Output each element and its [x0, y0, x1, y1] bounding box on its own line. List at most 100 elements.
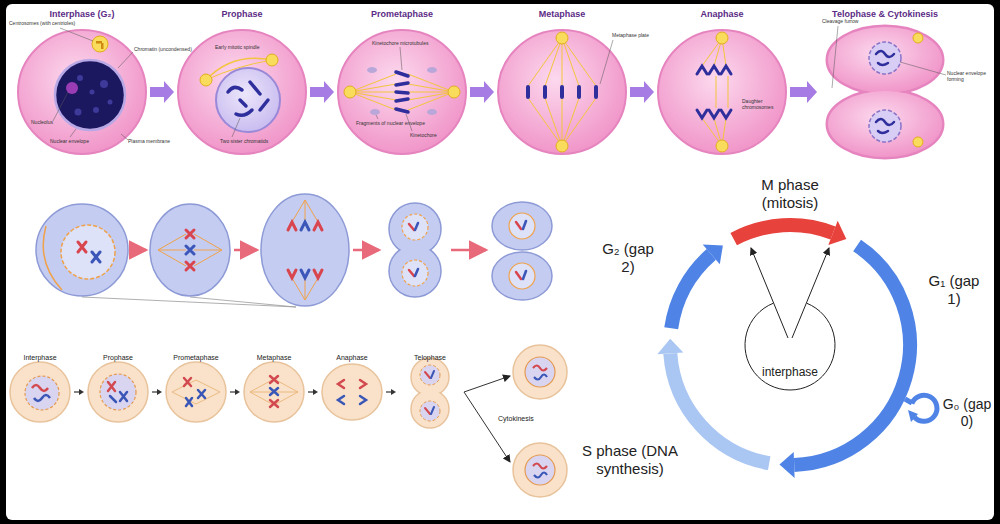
- blue-cell-series-part: [288, 222, 322, 278]
- tan-cell-series-part-part: [276, 380, 298, 392]
- tan-cell-series-part: [270, 376, 278, 407]
- blue-cell-series-part: [78, 242, 100, 262]
- part-label: Chromatin (uncondensed): [134, 46, 192, 52]
- tan-cell-series-part: [108, 382, 127, 402]
- stage-title: Prometaphase: [173, 354, 219, 362]
- blue-cell-series-part-part: [301, 222, 309, 230]
- blue-cell-series-part-part: [305, 200, 318, 222]
- phase-label-box: S phase (DNA synthesis): [565, 442, 695, 478]
- anaphase-cell-part: [716, 32, 728, 44]
- prophase-cell-part-part: [228, 87, 242, 92]
- prophase-cell-part-part: [260, 100, 268, 110]
- blue-cell-series-part-part: [292, 278, 305, 300]
- cell-cycle-ring-part: [780, 452, 795, 478]
- blue-cell-series-part-part: [158, 234, 186, 250]
- blue-cell-series-part-part: [451, 249, 486, 252]
- interphase-cell-part-part: [121, 134, 128, 140]
- interphase-cell-part-part: [93, 107, 99, 113]
- tan-cell-series-part: [533, 366, 547, 371]
- tan-cell-series-part: [534, 473, 547, 478]
- blue-cell-series-part-part: [158, 250, 186, 251]
- phase-label-box: M phase (mitosis): [745, 176, 835, 212]
- stage-title: Anaphase: [336, 354, 368, 362]
- tan-cell-series-part: [525, 455, 555, 485]
- blue-cell-series-part-part: [516, 272, 521, 279]
- tan-cell-series-part-part: [186, 398, 192, 406]
- part-label: Two sister chromatids: [220, 138, 268, 144]
- phase-label-box: G₂ (gap 2): [598, 240, 658, 276]
- arrow-head: [391, 389, 396, 395]
- metaphase-cell-part: [528, 87, 596, 97]
- stage-title: Prophase: [221, 9, 262, 20]
- stage-arrow: [630, 81, 654, 103]
- prophase-cell-part-part: [236, 110, 252, 115]
- stage-cell: Interphase (G₂): [16, 3, 148, 158]
- blue-cell-series-part-part: [305, 278, 318, 300]
- stage-title: Prometaphase: [371, 9, 433, 20]
- blue-cell-series-part: [492, 202, 552, 250]
- metaphase-cell-part-part: [528, 38, 562, 86]
- telophase-cell-part: [827, 90, 943, 158]
- prometaphase-cell-part-part: [350, 74, 396, 92]
- stage-title: Prophase: [103, 354, 133, 362]
- arrow-head: [235, 389, 240, 395]
- stage-cell: Prometaphase: [164, 346, 228, 428]
- part-label-box: Metaphase plate: [612, 32, 649, 38]
- stage-cell: Prophase: [86, 346, 150, 428]
- prometaphase-cell-part-part: [408, 84, 454, 92]
- prometaphase-cell: [338, 30, 466, 154]
- prometaphase-cell-part-part: [408, 74, 454, 92]
- tan-cell-series-part: [25, 376, 59, 410]
- telophase-cell-part-part: [900, 62, 946, 75]
- tan-cell-series-part: [34, 395, 50, 401]
- tan-cell-series-part-part: [250, 392, 272, 393]
- blue-cell-series-part: [509, 213, 535, 239]
- tan-cell-series-part: [32, 385, 48, 391]
- cell-cycle-ring-part: [657, 339, 683, 355]
- stage-title: Metaphase: [539, 9, 586, 20]
- cell-cycle-ring-part: [794, 246, 910, 465]
- stage-label: Cytokinesis: [498, 415, 534, 423]
- metaphase-cell-part-part: [577, 87, 581, 97]
- blue-cell-series-part: [261, 194, 349, 306]
- stage-cell: Metaphase: [242, 346, 306, 428]
- blue-cell-series-part-part: [409, 270, 414, 276]
- blue-cell-series-part-part: [523, 271, 526, 279]
- tan-cell-series-part: [425, 371, 434, 414]
- tan-cell-series-part-part: [108, 382, 115, 391]
- stage-arrow-shape: [630, 81, 654, 103]
- tan-cell-series-part: [411, 390, 449, 428]
- blue-cell-series-part: [43, 226, 62, 290]
- interphase-cell-part-part: [90, 90, 95, 95]
- prophase-cell-part: [178, 30, 306, 154]
- tan-cell-series-part-part: [184, 378, 191, 386]
- prometaphase-cell-part: [350, 74, 454, 110]
- part-label: Early mitotic spindle: [215, 44, 259, 50]
- cell-cycle-ring-part-part: [751, 248, 788, 338]
- stage-arrow: [152, 389, 162, 395]
- prophase-cell-part: [200, 74, 212, 86]
- tan-cell-series-part: [513, 443, 567, 497]
- metaphase-cell-part-part: [562, 98, 596, 146]
- prometaphase-cell-part-part: [427, 109, 437, 115]
- stage-title: interphase: [762, 365, 818, 379]
- cell-cycle-ring-part: [671, 254, 711, 328]
- blue-cell-series-part: [402, 260, 428, 286]
- blue-cell-series-part: [409, 223, 418, 276]
- tan-cell-series-part: [244, 362, 304, 422]
- telophase-cell-part: [832, 26, 946, 88]
- prophase-cell-part: [232, 118, 240, 137]
- prometaphase-cell-part-part: [396, 92, 408, 93]
- stage-title: Interphase: [23, 354, 56, 362]
- telophase-cell-part-part: [876, 51, 894, 57]
- anaphase-cell-part-part: [721, 66, 731, 74]
- blue-cell-series-part: [402, 214, 428, 240]
- anaphase-cell-part-part: [697, 110, 707, 118]
- prometaphase-cell-part-part: [396, 72, 408, 76]
- part-label: Metaphase plate: [612, 32, 649, 38]
- metaphase-cell-part-part: [560, 87, 564, 97]
- tan-cell-series-part-part: [338, 380, 344, 388]
- prometaphase-cell-part: [367, 67, 437, 115]
- interphase-cell-part-part: [70, 129, 76, 137]
- part-label-box: Fragments of nuclear envelope: [356, 120, 425, 126]
